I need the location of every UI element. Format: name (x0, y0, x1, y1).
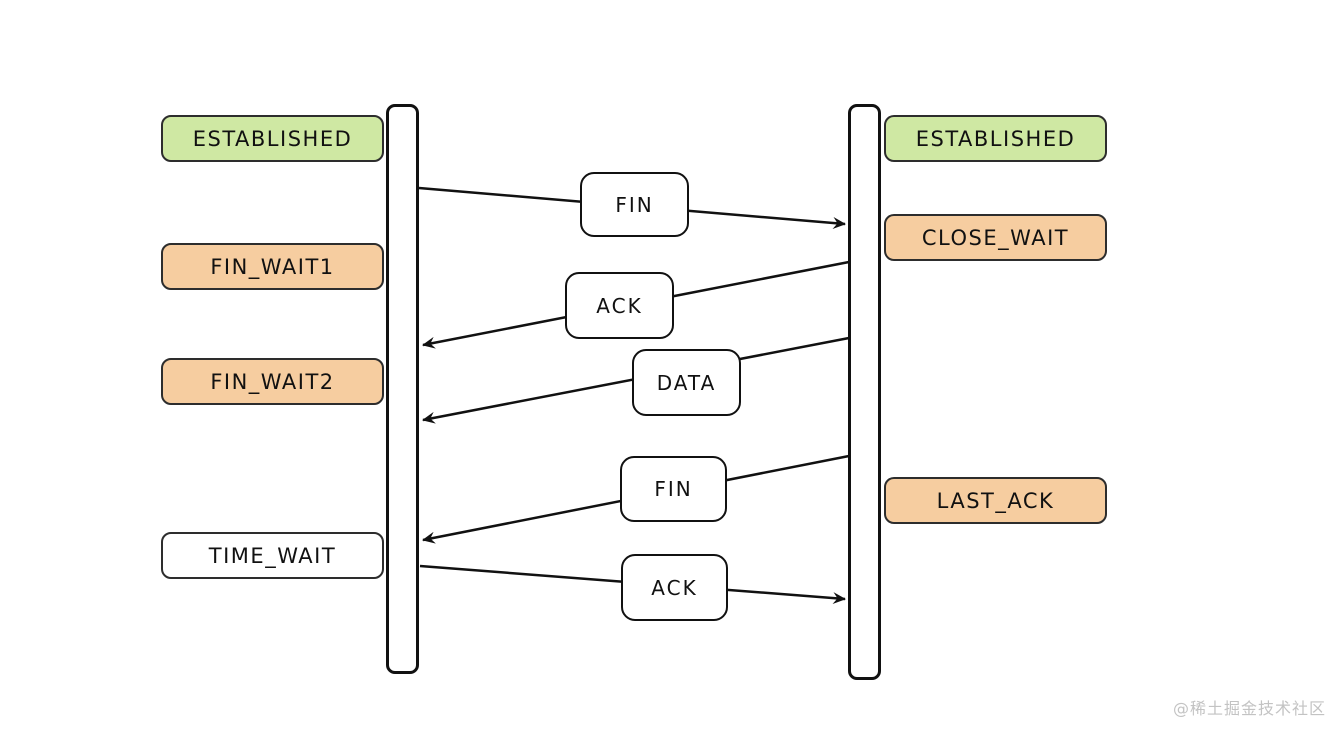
message-fin-1: FIN (580, 172, 689, 237)
watermark: @稀土掘金技术社区 (1172, 699, 1326, 718)
state-established-left: ESTABLISHED (161, 115, 384, 162)
message-ack-1: ACK (565, 272, 674, 339)
state-established-right: ESTABLISHED (884, 115, 1107, 162)
state-last-ack: LAST_ACK (884, 477, 1107, 524)
message-data: DATA (632, 349, 741, 416)
state-fin-wait2: FIN_WAIT2 (161, 358, 384, 405)
state-time-wait: TIME_WAIT (161, 532, 384, 579)
message-fin-2: FIN (620, 456, 727, 522)
message-ack-2: ACK (621, 554, 728, 621)
state-fin-wait1: FIN_WAIT1 (161, 243, 384, 290)
state-close-wait: CLOSE_WAIT (884, 214, 1107, 261)
lifeline-left (386, 104, 419, 674)
lifeline-right (848, 104, 881, 680)
